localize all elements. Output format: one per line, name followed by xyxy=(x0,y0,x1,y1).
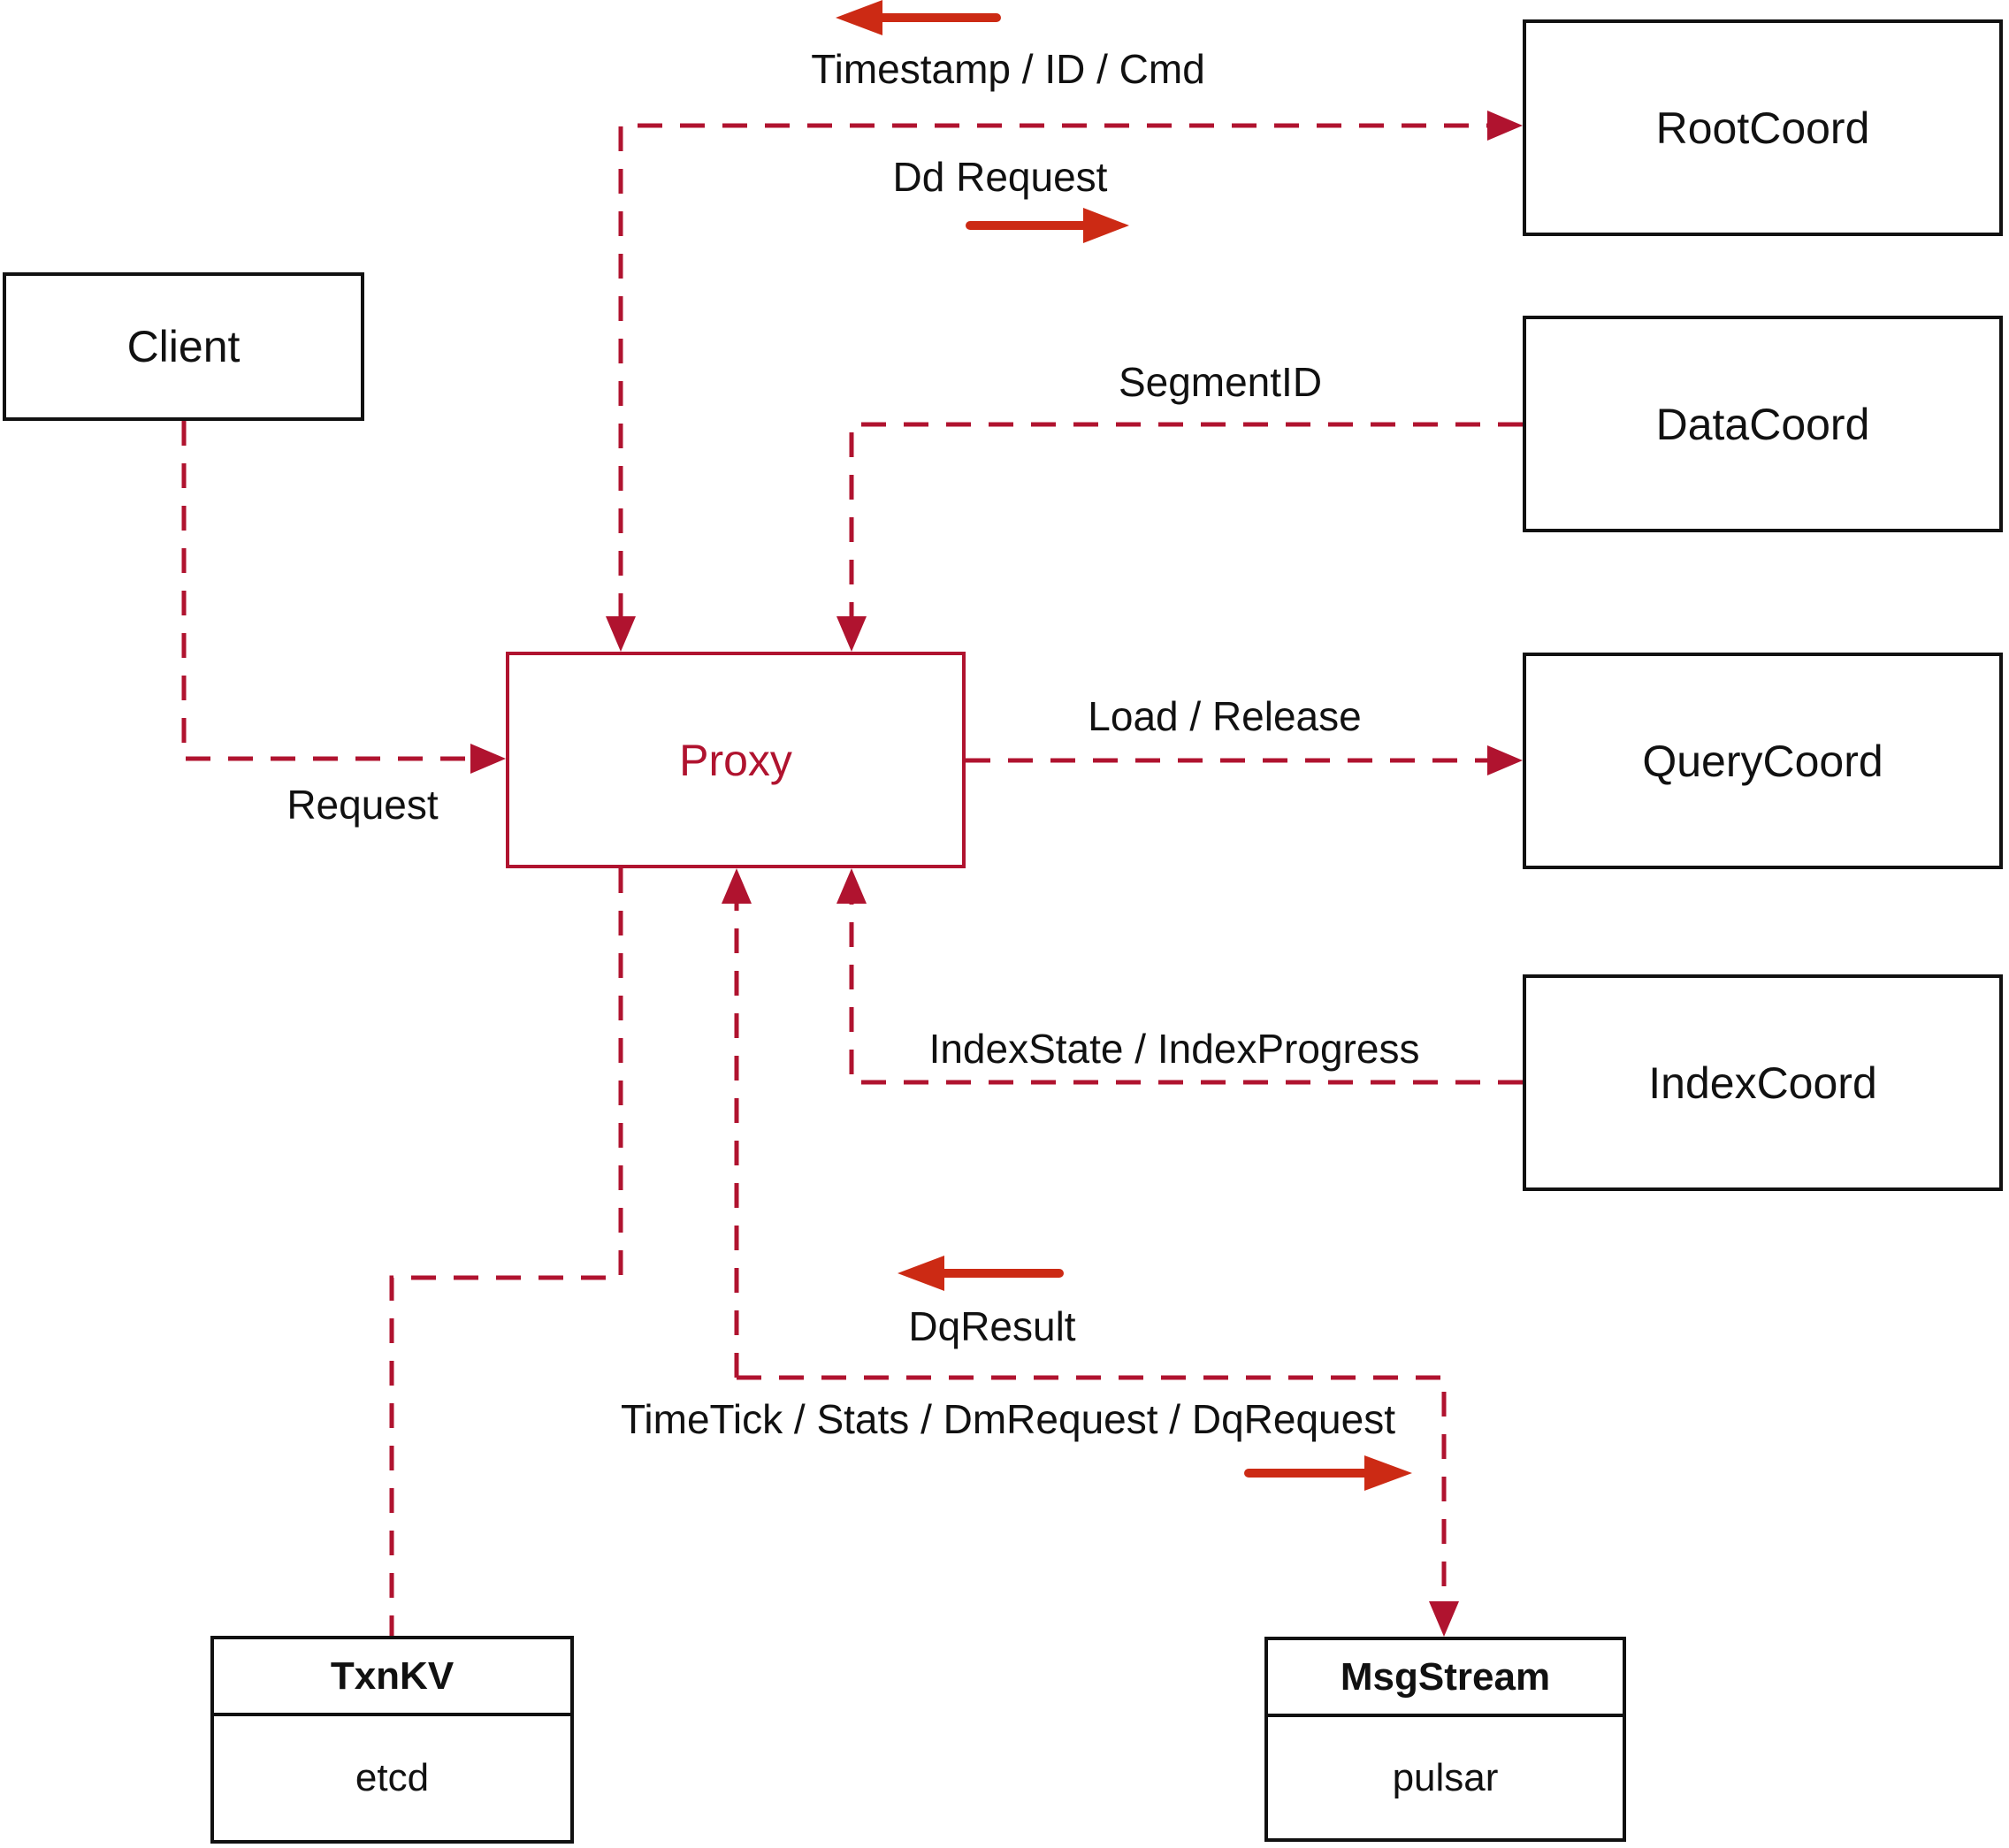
node-msgstream-title: MsgStream xyxy=(1268,1640,1623,1717)
node-datacoord: DataCoord xyxy=(1523,316,2003,532)
node-txnkv-subtitle: etcd xyxy=(355,1756,430,1799)
edge-indexcoord-proxy xyxy=(849,902,1523,1085)
direction-arrow-ddrequest-right xyxy=(966,208,1129,243)
edge-label-timetick: TimeTick / Stats / DmRequest / DqRequest xyxy=(621,1396,1395,1442)
arrowhead-into-querycoord xyxy=(1487,745,1523,775)
edge-label-dq-result: DqResult xyxy=(908,1303,1076,1349)
edge-proxy-txnkv xyxy=(389,868,623,1636)
edge-label-timestamp-id-cmd: Timestamp / ID / Cmd xyxy=(811,46,1205,92)
edge-label-segment-id: SegmentID xyxy=(1118,359,1323,405)
node-msgstream-subtitle: pulsar xyxy=(1392,1755,1499,1799)
arrowhead-into-rootcoord xyxy=(1487,111,1523,141)
edge-label-index-state: IndexState / IndexProgress xyxy=(928,1026,1420,1072)
node-querycoord-label: QueryCoord xyxy=(1642,736,1883,786)
node-rootcoord-label: RootCoord xyxy=(1655,103,1870,153)
node-indexcoord-label: IndexCoord xyxy=(1648,1058,1877,1108)
node-txnkv-title: TxnKV xyxy=(214,1639,570,1716)
node-txnkv: TxnKV etcd xyxy=(210,1636,574,1844)
node-client: Client xyxy=(3,272,364,421)
edge-label-request: Request xyxy=(286,782,439,828)
direction-arrow-timetick-right xyxy=(1244,1455,1412,1491)
arrowhead-into-proxy-top-right xyxy=(836,616,867,652)
edge-label-dd-request: Dd Request xyxy=(892,154,1108,200)
edge-client-proxy xyxy=(181,421,472,761)
arrowhead-into-msgstream xyxy=(1429,1601,1459,1637)
edge-proxy-rootcoord xyxy=(618,123,1489,618)
direction-arrow-timestamp-left xyxy=(836,0,1001,35)
arrowhead-into-proxy-bottom-left xyxy=(722,868,752,904)
node-querycoord: QueryCoord xyxy=(1523,653,2003,869)
direction-arrow-dqresult-left xyxy=(898,1256,1064,1291)
node-msgstream: MsgStream pulsar xyxy=(1264,1637,1626,1842)
arrowhead-into-proxy-bottom-right xyxy=(836,868,867,904)
edge-label-load-release: Load / Release xyxy=(1088,693,1362,739)
edge-datacoord-proxy xyxy=(849,422,1523,618)
node-proxy: Proxy xyxy=(506,652,966,868)
node-proxy-label: Proxy xyxy=(679,735,792,785)
node-client-label: Client xyxy=(126,322,241,371)
arrowhead-into-proxy-left xyxy=(470,744,506,774)
node-indexcoord: IndexCoord xyxy=(1523,974,2003,1191)
edge-proxy-msgstream xyxy=(737,1375,1447,1603)
node-rootcoord: RootCoord xyxy=(1523,19,2003,236)
arrowhead-into-proxy-top-left xyxy=(606,616,636,652)
node-datacoord-label: DataCoord xyxy=(1655,399,1870,449)
